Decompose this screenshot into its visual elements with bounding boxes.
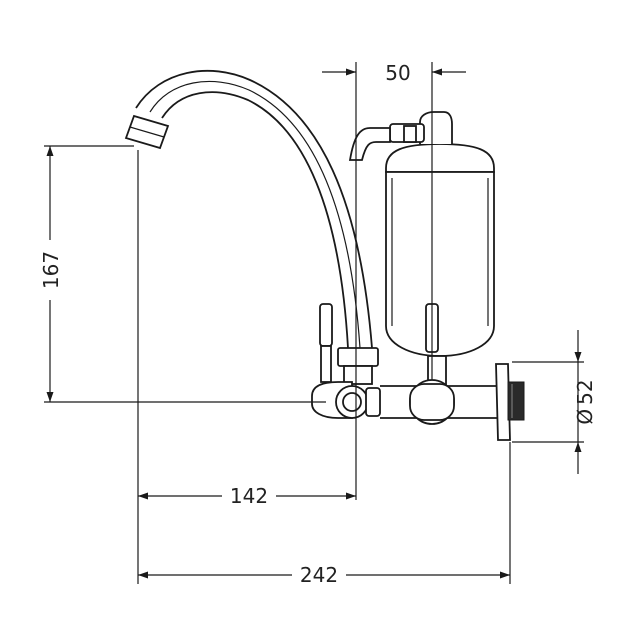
spout-base [337, 347, 379, 385]
filter-cartridge [385, 143, 495, 387]
diameter-value: 52 [573, 379, 597, 404]
dimension-spout-reach-label: 142 [230, 484, 268, 508]
diameter-symbol: Ø [573, 409, 597, 425]
dimension-filter-offset-label: 50 [385, 61, 410, 85]
left-handle [319, 303, 333, 383]
dimension-flange-diameter-label: Ø 52 [573, 379, 597, 424]
dimension-spout-reach: 142 [137, 150, 356, 584]
dimension-total-length-label: 242 [300, 563, 338, 587]
wall-flange [495, 363, 525, 441]
dimension-total-length: 242 [138, 442, 511, 587]
dimension-flange-diameter: Ø 52 [512, 330, 597, 474]
dimension-height: 167 [39, 145, 326, 403]
aerator [124, 114, 170, 150]
filter-outlet [348, 111, 453, 161]
left-valve [311, 381, 381, 419]
right-valve [409, 379, 455, 425]
dimension-filter-offset: 50 [322, 61, 466, 500]
dimension-height-label: 167 [39, 251, 63, 289]
spout [124, 69, 373, 349]
